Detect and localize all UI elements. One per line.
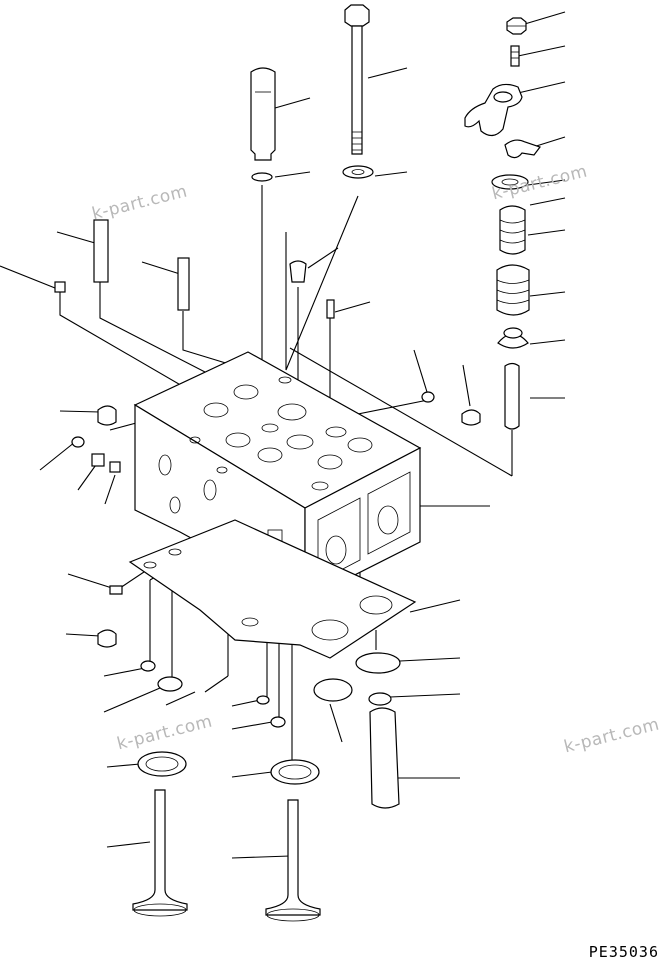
dowel-pin	[326, 299, 335, 319]
left-small-parts	[54, 219, 481, 692]
injector-sleeve	[250, 67, 276, 161]
injector-o-ring	[251, 172, 273, 182]
cap-plug	[289, 260, 307, 283]
valve-seat-right	[270, 759, 320, 785]
drawing-code: PE35036	[588, 943, 659, 961]
expansion-plug-5	[97, 629, 117, 648]
o-ring-small	[140, 660, 156, 672]
bolt-plug	[109, 585, 123, 595]
exhaust-valve	[132, 789, 188, 911]
disk-plug	[368, 692, 392, 706]
valve-seat-left	[137, 751, 187, 777]
pin-left	[177, 257, 190, 311]
plug-right	[421, 391, 435, 403]
bolt-washer	[342, 165, 374, 179]
top-middle-parts	[250, 4, 374, 319]
expansion-plug-right	[461, 409, 481, 426]
plug-4	[109, 461, 121, 473]
plug-3	[91, 453, 105, 467]
seal-ring-1	[355, 652, 401, 674]
lower-parts	[132, 652, 401, 922]
washer-b	[270, 716, 286, 728]
valve-guide	[504, 362, 520, 430]
adjust-screw	[510, 45, 520, 67]
seal-ring-2	[313, 678, 353, 702]
plug-left-top	[54, 281, 66, 293]
cylindrical-sleeve	[369, 707, 400, 809]
o-ring-medium	[157, 676, 183, 692]
washer-a	[256, 695, 270, 705]
rocker-clip	[504, 139, 541, 159]
head-bolt	[344, 4, 370, 27]
spring-retainer	[491, 174, 529, 190]
sleeve-left	[93, 219, 109, 283]
outer-valve-spring	[496, 264, 530, 316]
valve-train-parts	[464, 17, 541, 430]
intake-valve	[265, 799, 321, 916]
rocker-arm	[464, 83, 523, 137]
inner-valve-spring	[499, 205, 526, 255]
plug-2	[71, 436, 85, 448]
expansion-plug-1	[97, 405, 117, 426]
